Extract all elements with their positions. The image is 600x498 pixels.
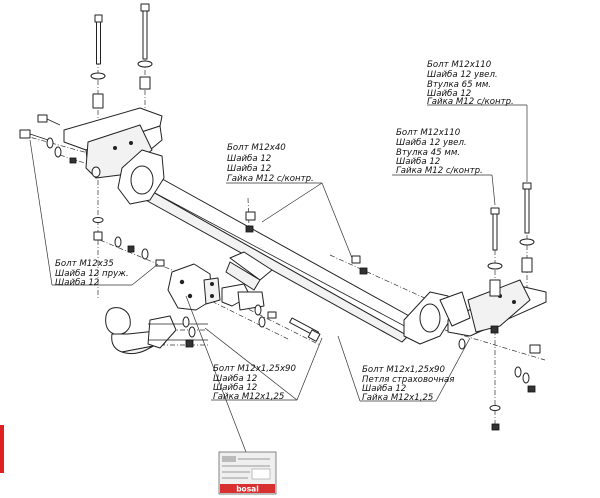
callout-line: Болт М12х1,25х90 [362,365,446,375]
callout-line: Шайба 12 увел. [427,70,498,80]
callout-line: Шайба 12 пруж. [55,269,129,279]
callout-line: Гайка М12 с/контр. [396,166,483,176]
callout-center: Болт М12х40 Шайба 12 Шайба 12 Гайка М12 … [227,143,314,184]
main-crossbar [117,149,451,345]
callout-line: Болт М12х110 [396,128,461,138]
callout-bottom-left: Болт М12х1,25х90 Шайба 12 Шайба 12 Гайка… [213,364,297,402]
callout-line: Втулка 45 мм. [396,148,460,158]
right-mounting-bracket [439,279,547,337]
left-side-bolts [19,114,101,178]
right-side-bolts [458,338,541,393]
callout-left: Болт М12х35 Шайба 12 пруж. Шайба 12 [55,259,129,288]
left-bolt-stack [90,14,106,241]
right-bolt-stack-2 [519,182,535,273]
callout-line: Петля страховочная [362,375,454,385]
callout-line: Шайба 12 [427,89,471,99]
left-mounting-bracket [63,107,163,179]
bottom-bolts [254,304,321,342]
callout-line: Шайба 12 [227,164,271,174]
callout-line: Втулка 65 мм. [427,80,491,90]
bosal-nameplate: bosal [218,451,277,495]
right-bolt-stack [487,207,503,431]
callout-line: Шайба 12 [396,157,440,167]
left-bolt-stack-2 [137,3,153,90]
callout-line: Гайка М12 с/контр. [227,174,314,184]
callout-top-right: Болт М12х110 Шайба 12 увел. Втулка 65 мм… [427,60,514,107]
callout-line: Шайба 12 [213,383,257,393]
callout-line: Шайба 12 [227,154,271,164]
callout-line: Болт М12х35 [55,259,114,269]
callout-line: Шайба 12 увел. [396,138,467,148]
callout-line: Болт М12х40 [227,143,286,153]
callout-line: Шайба 12 [213,374,257,384]
callout-mid-right: Болт М12х110 Шайба 12 увел. Втулка 45 мм… [396,128,483,176]
callout-line: Шайба 12 [55,278,99,288]
tow-ball-hook [105,307,208,355]
callout-bottom-right: Болт М12х1,25х90 Петля страховочная Шайб… [362,365,454,403]
edge-red-marker [0,425,4,473]
callout-line: Гайка М12х1,25 [213,392,284,402]
center-bolts [114,211,368,275]
leader-lines [29,104,528,453]
callout-line: Шайба 12 [362,384,406,394]
nameplate-brand: bosal [236,485,259,494]
callout-line: Гайка М12 с/контр. [427,97,514,107]
callout-line: Болт М12х1,25х90 [213,364,297,374]
callout-line: Гайка М12х1,25 [362,393,433,403]
callout-line: Болт М12х110 [427,60,492,70]
